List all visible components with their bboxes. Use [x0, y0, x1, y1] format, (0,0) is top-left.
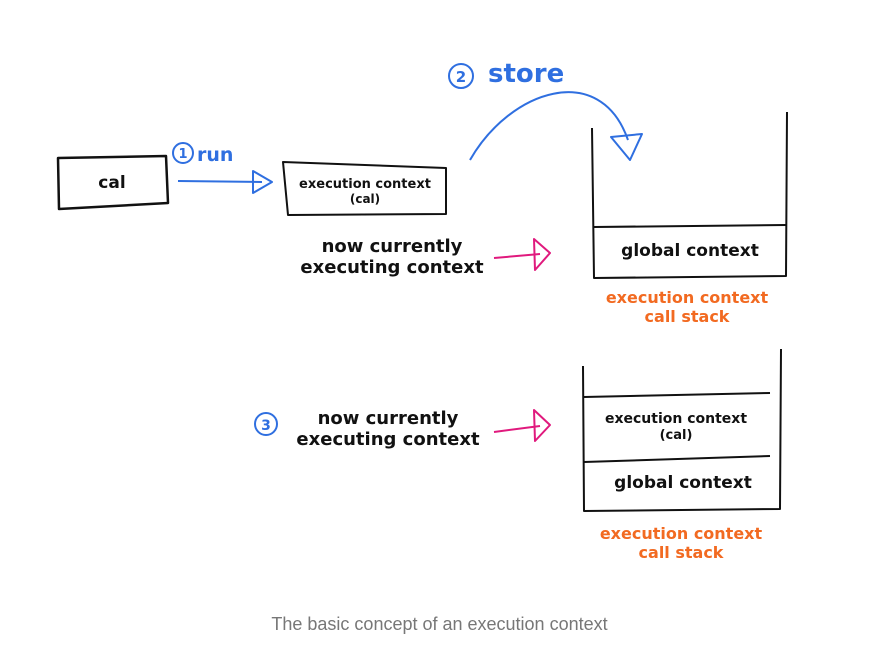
step-1-badge: 1: [172, 142, 194, 164]
step-2-label: store: [488, 59, 564, 89]
now-executing-line1-top: now currently: [322, 236, 463, 257]
call-stack-title-bottom-line2: call stack: [639, 543, 724, 562]
execution-context-box: [282, 161, 447, 216]
now-executing-line1-bottom: now currently: [318, 408, 459, 429]
run-arrow: [177, 170, 273, 194]
step-3-badge: 3: [254, 412, 278, 436]
call-stack-top: [591, 111, 788, 279]
call-stack-title-top-line2: call stack: [645, 307, 730, 326]
step-3-number: 3: [261, 418, 271, 434]
now-executing-line2-bottom: executing context: [296, 429, 480, 450]
store-arrow: [469, 91, 643, 161]
stack-execution-context-line2: (cal): [660, 428, 693, 443]
current-context-arrow-bottom: [493, 409, 551, 442]
cal-label: cal: [98, 173, 125, 193]
execution-context-box-line1: execution context: [299, 177, 431, 192]
current-context-arrow-top: [493, 238, 551, 271]
call-stack-bottom: [582, 348, 782, 512]
step-1-number: 1: [178, 147, 187, 162]
step-2-badge: 2: [448, 63, 474, 89]
now-executing-line2-top: executing context: [300, 257, 484, 278]
step-1-label: run: [197, 144, 233, 166]
call-stack-title-bottom-line1: execution context: [600, 524, 763, 543]
step-2-number: 2: [456, 68, 466, 86]
call-stack-title-top-line1: execution context: [606, 288, 769, 307]
global-context-bottom: global context: [614, 473, 752, 493]
figure-caption: The basic concept of an execution contex…: [271, 614, 608, 634]
cal-box: [56, 154, 170, 211]
execution-context-box-line2: (cal): [350, 192, 380, 206]
global-context-top: global context: [621, 241, 759, 261]
stack-execution-context-line1: execution context: [605, 411, 747, 427]
